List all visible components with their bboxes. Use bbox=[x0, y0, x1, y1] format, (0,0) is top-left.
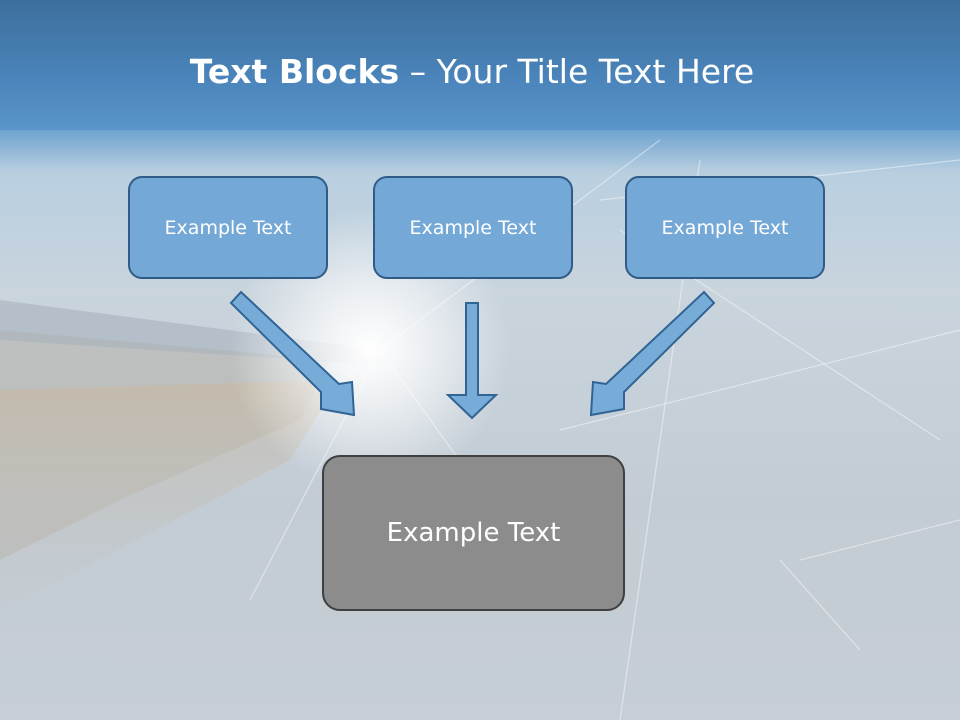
text-block-center-label: Example Text bbox=[409, 216, 537, 239]
slide-title: Text Blocks – Your Title Text Here bbox=[0, 52, 944, 91]
text-block-right[interactable]: Example Text bbox=[625, 176, 825, 279]
title-bold: Text Blocks bbox=[189, 52, 400, 91]
text-block-center[interactable]: Example Text bbox=[373, 176, 573, 279]
arrow-center-icon bbox=[445, 302, 499, 420]
text-block-left[interactable]: Example Text bbox=[128, 176, 328, 279]
text-block-left-label: Example Text bbox=[164, 216, 292, 239]
result-block-label: Example Text bbox=[386, 518, 561, 548]
arrow-right-icon bbox=[589, 290, 716, 417]
title-rest: – Your Title Text Here bbox=[399, 52, 755, 91]
arrow-left-icon bbox=[229, 290, 356, 417]
result-block[interactable]: Example Text bbox=[322, 455, 625, 611]
text-block-right-label: Example Text bbox=[661, 216, 789, 239]
title-band bbox=[0, 0, 960, 130]
